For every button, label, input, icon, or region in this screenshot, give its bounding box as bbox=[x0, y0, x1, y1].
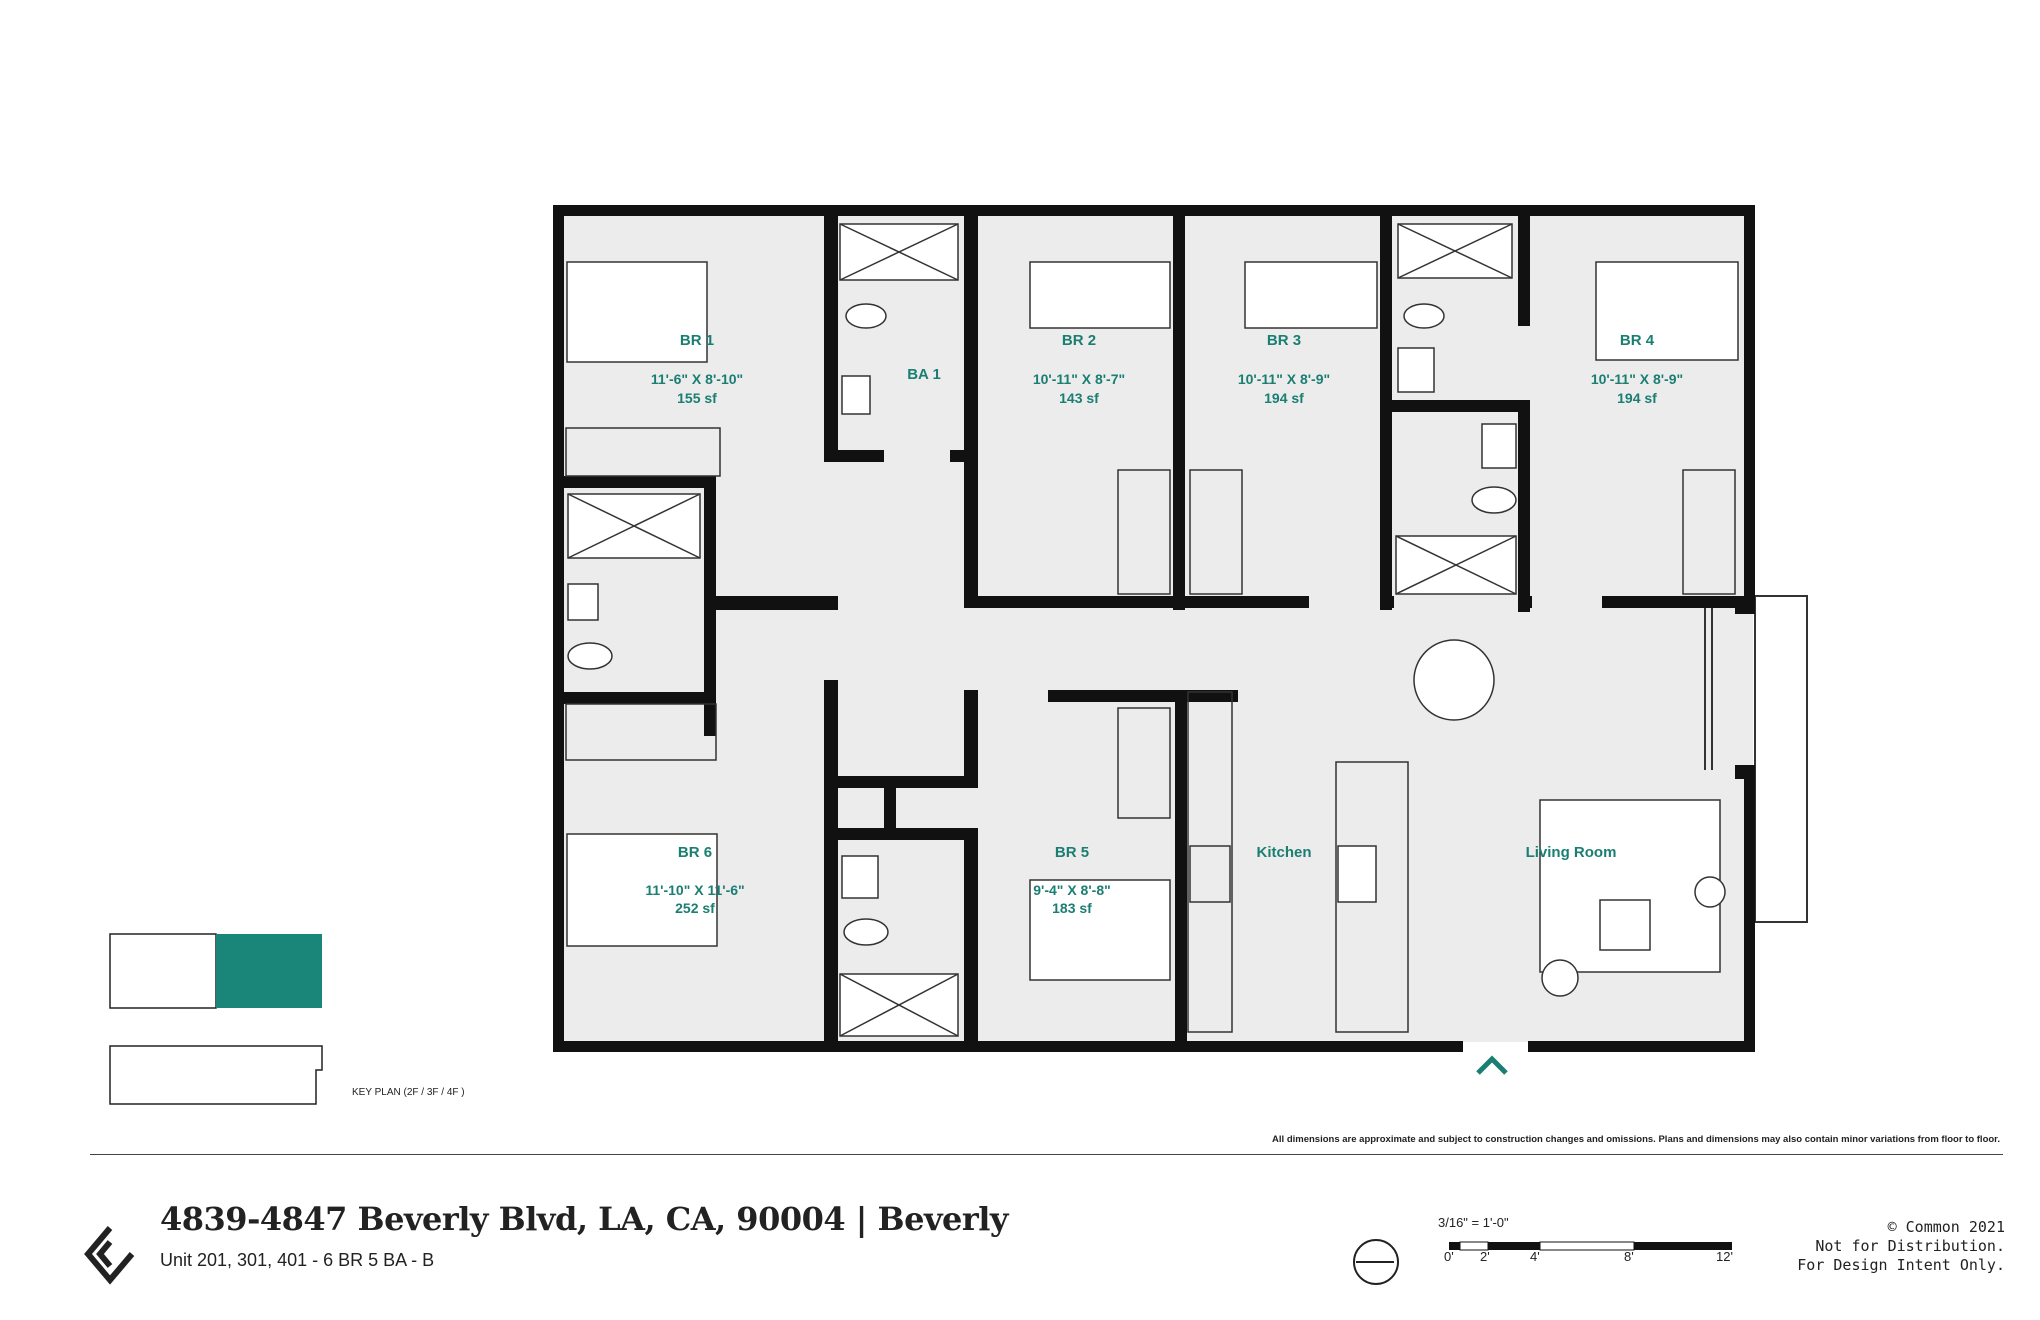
br3-name: BR 3 bbox=[1267, 332, 1301, 349]
br6-area: 252 sf bbox=[675, 900, 715, 916]
living-furniture bbox=[1413, 639, 1726, 997]
br4-dims: 10'-11" X 8'-9" bbox=[1591, 371, 1683, 387]
scale-label: 3/16" = 1'-0" bbox=[1438, 1215, 1509, 1230]
br6-name: BR 6 bbox=[678, 844, 712, 861]
br1-dims: 11'-6" X 8'-10" bbox=[651, 371, 743, 387]
kitchen-fixtures bbox=[1187, 691, 1409, 1033]
br2-dims: 10'-11" X 8'-7" bbox=[1033, 371, 1125, 387]
beds bbox=[566, 261, 1739, 981]
north-arrow-icon bbox=[1353, 1239, 1399, 1285]
interior-walls bbox=[564, 216, 1755, 1052]
br5-dims: 9'-4" X 8'-8" bbox=[1033, 882, 1111, 898]
distribution-line: Not for Distribution. bbox=[1815, 1237, 2005, 1255]
kitchen-name: Kitchen bbox=[1256, 844, 1311, 861]
br4-area: 194 sf bbox=[1617, 390, 1657, 406]
br3-area: 194 sf bbox=[1264, 390, 1304, 406]
br6-dims: 11'-10" X 11'-6" bbox=[645, 882, 744, 898]
scale-tick: 8' bbox=[1624, 1249, 1634, 1264]
disclaimer: All dimensions are approximate and subje… bbox=[1272, 1134, 2000, 1145]
br4-name: BR 4 bbox=[1620, 332, 1655, 349]
design-intent-line: For Design Intent Only. bbox=[1797, 1256, 2005, 1274]
br3-dims: 10'-11" X 8'-9" bbox=[1238, 371, 1330, 387]
living-room-name: Living Room bbox=[1526, 844, 1617, 861]
key-plan-highlight bbox=[216, 934, 322, 1008]
entrance-arrow-icon bbox=[1476, 1055, 1508, 1075]
scale-tick: 0' bbox=[1444, 1249, 1454, 1264]
br5-name: BR 5 bbox=[1055, 844, 1089, 861]
br1-name: BR 1 bbox=[680, 332, 714, 349]
copyright-block: © Common 2021 Not for Distribution. For … bbox=[1797, 1218, 2005, 1275]
copyright-line: © Common 2021 bbox=[1887, 1218, 2005, 1236]
scale-tick: 12' bbox=[1716, 1249, 1733, 1264]
br2-name: BR 2 bbox=[1062, 332, 1096, 349]
ba1-name: BA 1 bbox=[907, 366, 941, 383]
scale-tick: 2' bbox=[1480, 1249, 1490, 1264]
exterior-walls bbox=[553, 205, 1755, 1052]
unit-subtitle: Unit 201, 301, 401 - 6 BR 5 BA - B bbox=[160, 1250, 435, 1270]
scale-tick: 4' bbox=[1530, 1249, 1540, 1264]
page-title: 4839-4847 Beverly Blvd, LA, CA, 90004 | … bbox=[160, 1200, 1009, 1238]
br1-area: 155 sf bbox=[677, 390, 717, 406]
common-logo-icon bbox=[84, 1226, 135, 1285]
key-plan-label: KEY PLAN (2F / 3F / 4F ) bbox=[352, 1087, 465, 1098]
key-plan bbox=[109, 933, 323, 1105]
divider bbox=[90, 1154, 2003, 1155]
balcony bbox=[1704, 595, 1808, 923]
bathroom-fixtures bbox=[567, 223, 1517, 1037]
br5-area: 183 sf bbox=[1052, 900, 1092, 916]
closets bbox=[565, 427, 1736, 819]
scale-bar bbox=[1449, 1241, 1732, 1251]
br2-area: 143 sf bbox=[1059, 390, 1099, 406]
